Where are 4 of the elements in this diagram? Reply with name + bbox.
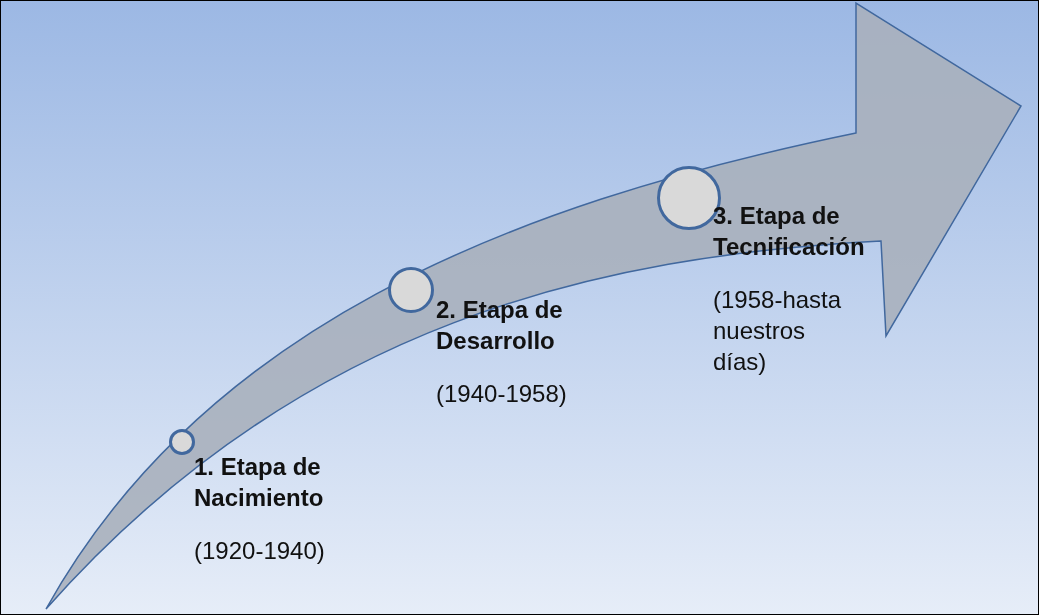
stage-period: (1940-1958) — [436, 379, 568, 409]
stage-period: (1958-hasta nuestros días) — [713, 285, 843, 377]
stage-title: 1. Etapa de Nacimiento — [194, 452, 325, 513]
stage-period: (1920-1940) — [194, 536, 326, 566]
